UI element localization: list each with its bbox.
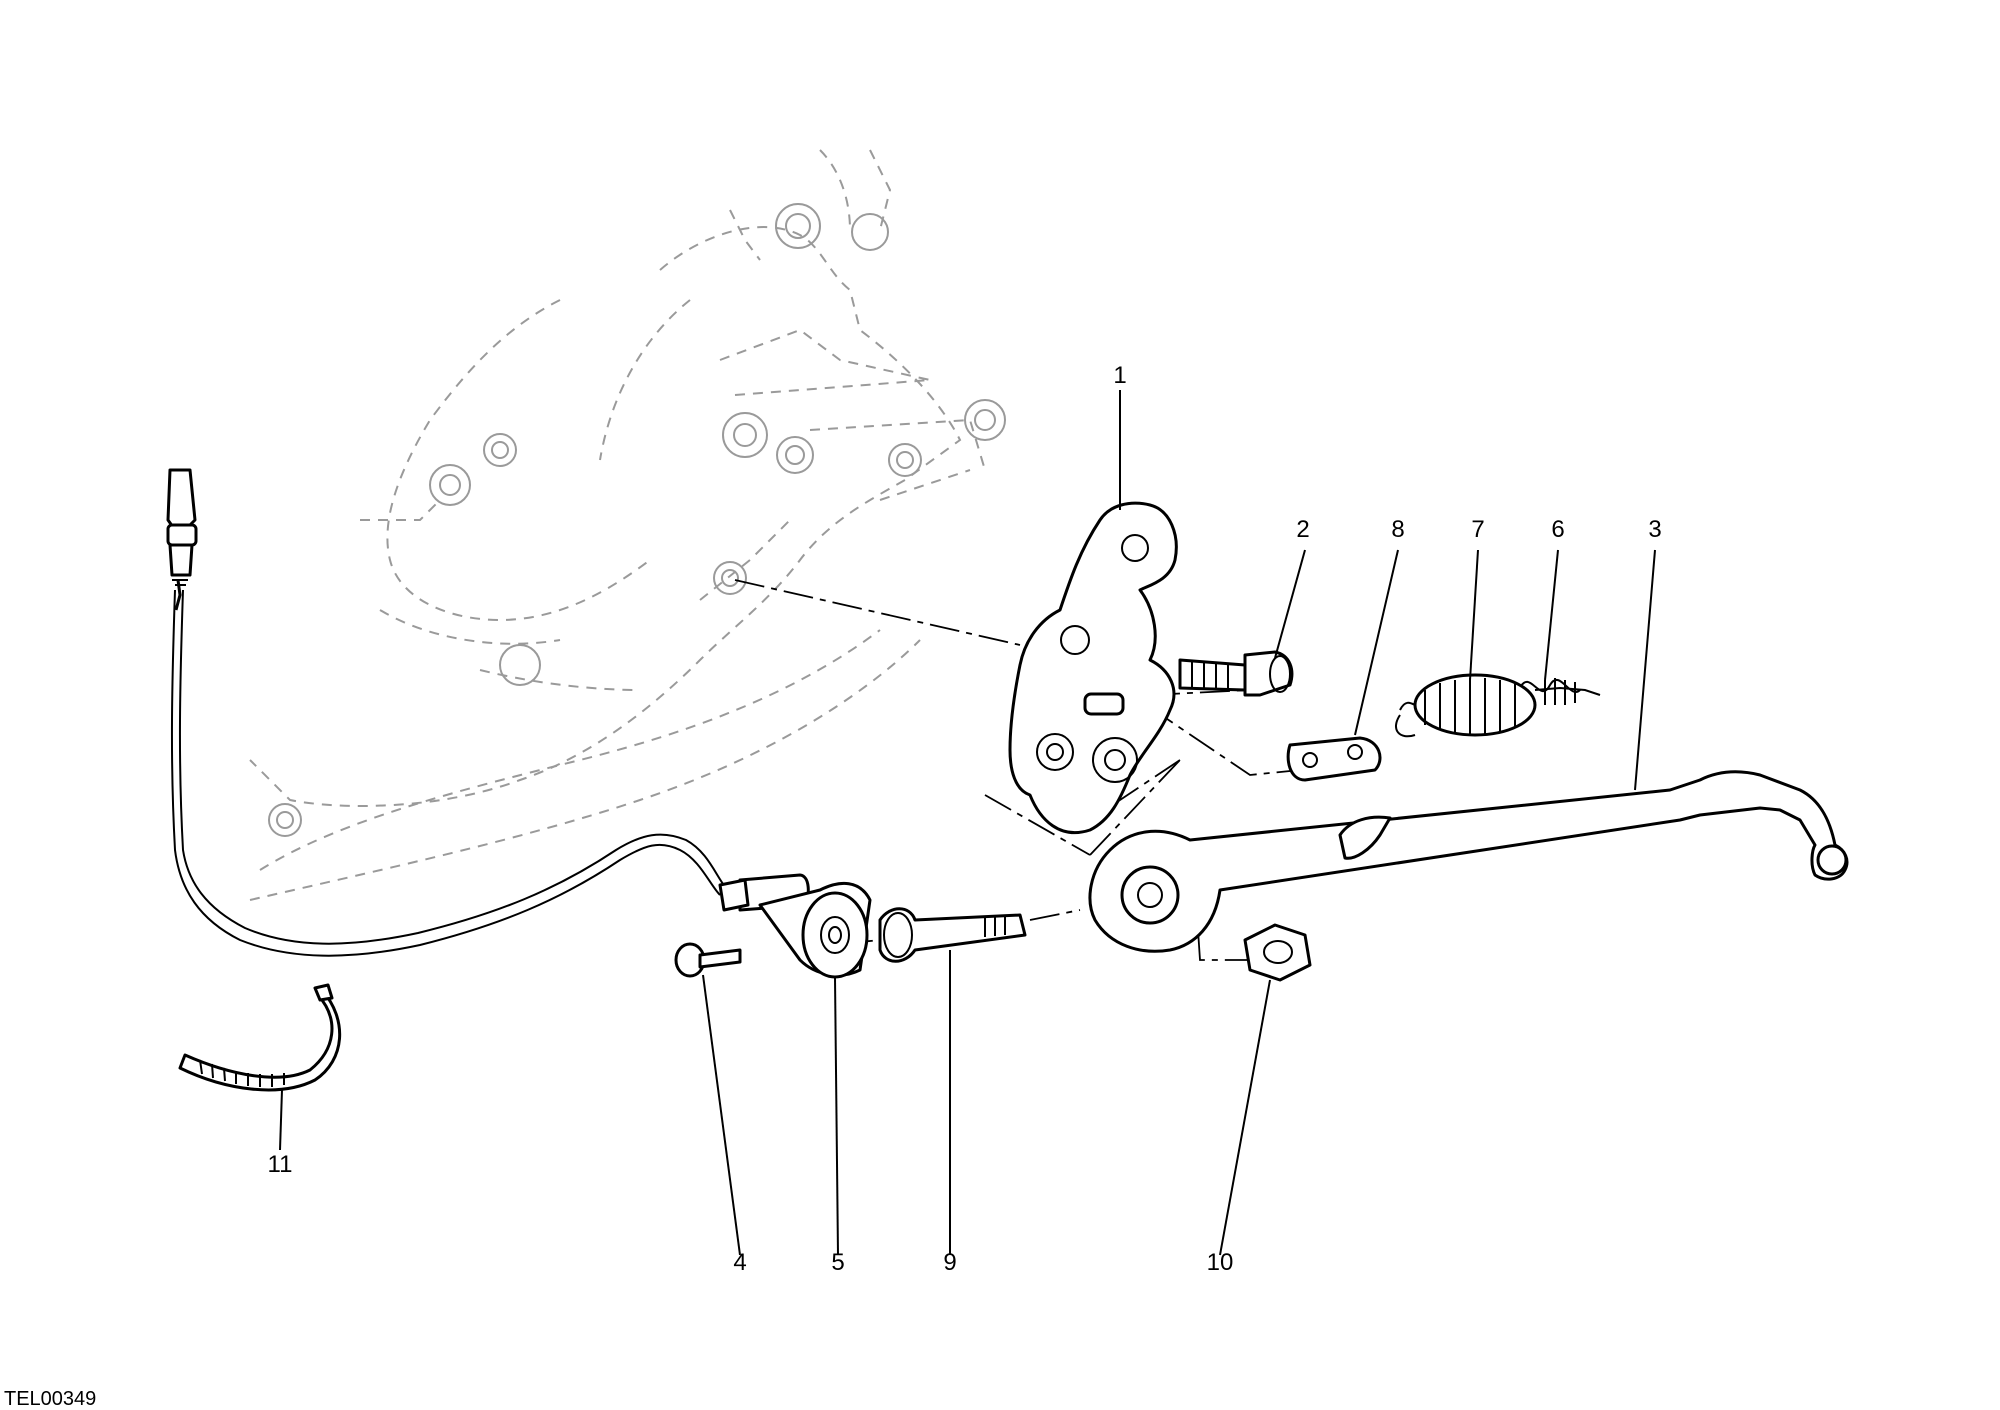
spring-plate bbox=[1286, 736, 1382, 782]
callout-4: 4 bbox=[733, 1249, 746, 1276]
frame-bolt-bosses-ghost bbox=[268, 203, 1006, 837]
callout-10: 10 bbox=[1207, 1249, 1234, 1276]
return-springs bbox=[1395, 673, 1601, 738]
switch-wiring-harness bbox=[166, 468, 750, 957]
callout-numbers: 1 2 3 4 5 6 7 8 9 10 11 bbox=[268, 362, 1662, 1276]
callout-9: 9 bbox=[943, 1249, 956, 1276]
callout-1: 1 bbox=[1113, 362, 1126, 389]
callout-7: 7 bbox=[1471, 516, 1484, 543]
callout-3: 3 bbox=[1648, 516, 1661, 543]
pivot-pin bbox=[878, 907, 1027, 963]
callout-5: 5 bbox=[831, 1249, 844, 1276]
side-stand-bracket bbox=[1008, 501, 1178, 835]
side-stand-switch bbox=[738, 873, 872, 979]
cable-tie bbox=[178, 983, 342, 1092]
bracket-bolt bbox=[1178, 650, 1294, 697]
callout-6: 6 bbox=[1551, 516, 1564, 543]
switch-screw bbox=[674, 942, 742, 978]
callout-11: 11 bbox=[268, 1151, 293, 1178]
callout-8: 8 bbox=[1391, 516, 1404, 543]
callout-2: 2 bbox=[1296, 516, 1309, 543]
drawing-code: TEL00349 bbox=[4, 1388, 96, 1410]
callout-leader-lines bbox=[279, 390, 1656, 1256]
hex-nut bbox=[1243, 923, 1312, 982]
engine-frame-ghost-outline bbox=[249, 149, 986, 901]
side-stand-leg bbox=[1088, 770, 1849, 953]
